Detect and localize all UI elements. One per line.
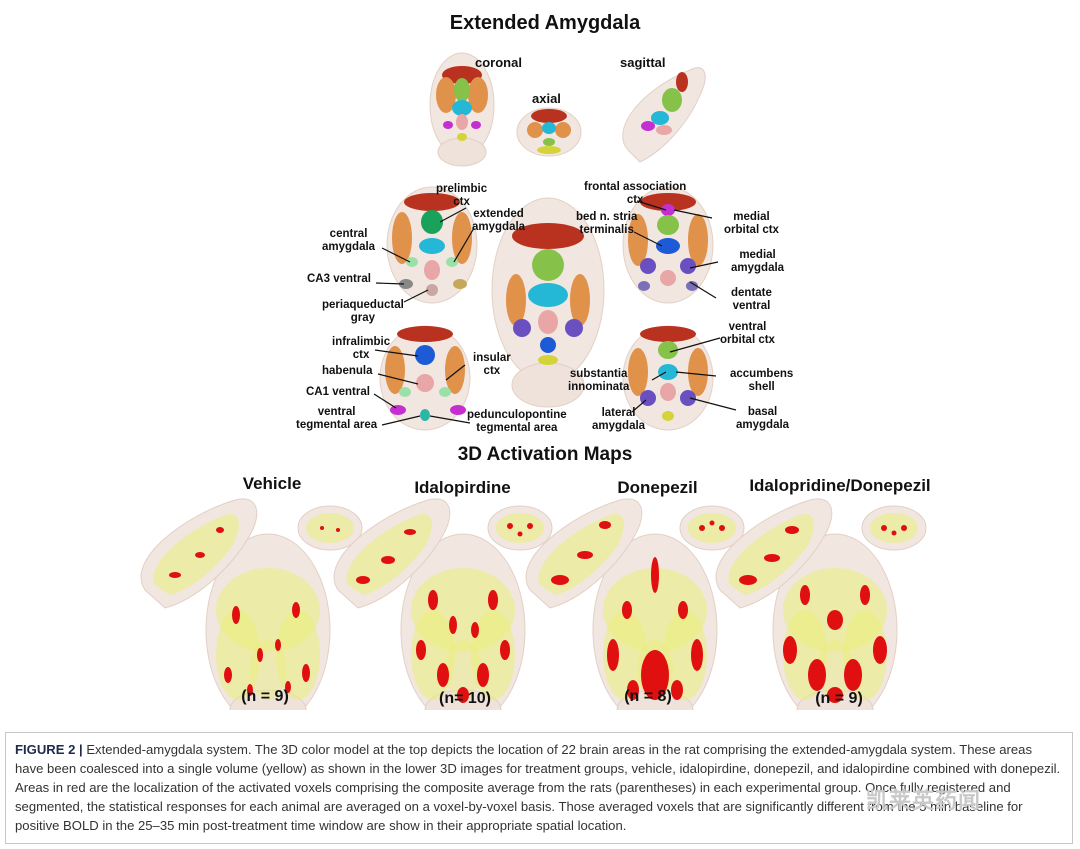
n-idalopirdine: (n= 10): [438, 690, 491, 707]
label-ca1-ventral: CA1 ventral: [306, 386, 370, 398]
n-donepezil: (n = 8): [624, 688, 672, 705]
figure-caption: FIGURE 2 | Extended-amygdala system. The…: [5, 732, 1073, 844]
n-combined: (n = 9): [815, 690, 863, 707]
label-pedunculopontine-tegmental-area: pedunculopontine tegmental area: [467, 409, 567, 434]
central-brain-model: [491, 197, 605, 408]
label-leader-lines: [373, 200, 737, 426]
label-central-amygdala: central amygdala: [322, 228, 376, 253]
idalopirdine-axial-brain: [487, 505, 553, 551]
vehicle-horizontal-brain: [205, 533, 331, 710]
idalopirdine-horizontal-brain: [400, 533, 526, 710]
group-label-idalopirdine: Idalopirdine: [414, 478, 511, 497]
watermark-text: 凯莱英药闻: [866, 788, 982, 813]
extended-amygdala-title: Extended Amygdala: [449, 12, 641, 34]
label-ca3-ventral: CA3 ventral: [307, 273, 371, 285]
label-extended-amygdala: extended amygdala: [472, 208, 526, 233]
label-medial-amygdala: medial amygdala: [731, 249, 785, 274]
activation-maps-artwork: [140, 498, 927, 710]
label-medial-orbital-ctx: medial orbital ctx: [724, 211, 779, 236]
lower-left-brain-model: [379, 325, 471, 431]
upper-left-brain-model: [386, 186, 478, 304]
n-vehicle: (n = 9): [241, 688, 289, 705]
sagittal-view-brain: [622, 67, 706, 163]
label-basal-amygdala: basal amygdala: [736, 406, 790, 431]
vehicle-sagittal-brain: [140, 498, 258, 609]
label-frontal-association-ctx: frontal association ctx: [584, 181, 687, 206]
label-prelimbic-ctx: prelimbic ctx: [436, 183, 488, 208]
label-dentate-ventral: dentate ventral: [731, 287, 772, 312]
axial-view-label: axial: [532, 91, 561, 106]
group-label-donepezil: Donepezil: [617, 478, 698, 497]
combined-sagittal-brain: [715, 498, 833, 609]
label-ventral-tegmental-area: ventral tegmental area: [296, 406, 378, 431]
donepezil-horizontal-brain: [592, 533, 718, 710]
extended-amygdala-3d-model: [373, 52, 737, 431]
caption-label: FIGURE 2 |: [15, 742, 83, 757]
label-habenula: habenula: [322, 365, 373, 377]
label-bed-n-stria-terminalis: bed n. stria terminalis: [576, 211, 638, 236]
vehicle-axial-brain: [297, 505, 363, 551]
label-infralimbic-ctx: infralimbic ctx: [332, 336, 391, 361]
donepezil-axial-brain: [679, 505, 745, 551]
idalopirdine-sagittal-brain: [333, 498, 451, 609]
label-substantia-innominata: substantia innominata: [568, 368, 630, 393]
donepezil-sagittal-brain: [525, 498, 643, 609]
combined-horizontal-brain: [772, 533, 898, 710]
label-accumbens-shell: accumbens shell: [730, 368, 794, 393]
group-label-vehicle: Vehicle: [242, 474, 302, 493]
label-lateral-amygdala: lateral amygdala: [592, 407, 646, 432]
label-insular-ctx: insular ctx: [473, 352, 511, 377]
activation-maps-title: 3D Activation Maps: [457, 444, 633, 465]
label-ventral-orbital-ctx: ventral orbital ctx: [720, 321, 775, 346]
label-periaqueductal-gray: periaqueductal gray: [322, 299, 404, 324]
coronal-view-brain: [429, 52, 495, 167]
coronal-view-label: coronal: [475, 55, 522, 70]
caption-text: Extended-amygdala system. The 3D color m…: [15, 742, 1061, 833]
lower-right-brain-model: [622, 325, 714, 431]
group-label-combined: Idalopridine/Donepezil: [749, 476, 931, 495]
combined-axial-brain: [861, 505, 927, 551]
sagittal-view-label: sagittal: [620, 55, 666, 70]
axial-view-brain: [516, 107, 582, 157]
